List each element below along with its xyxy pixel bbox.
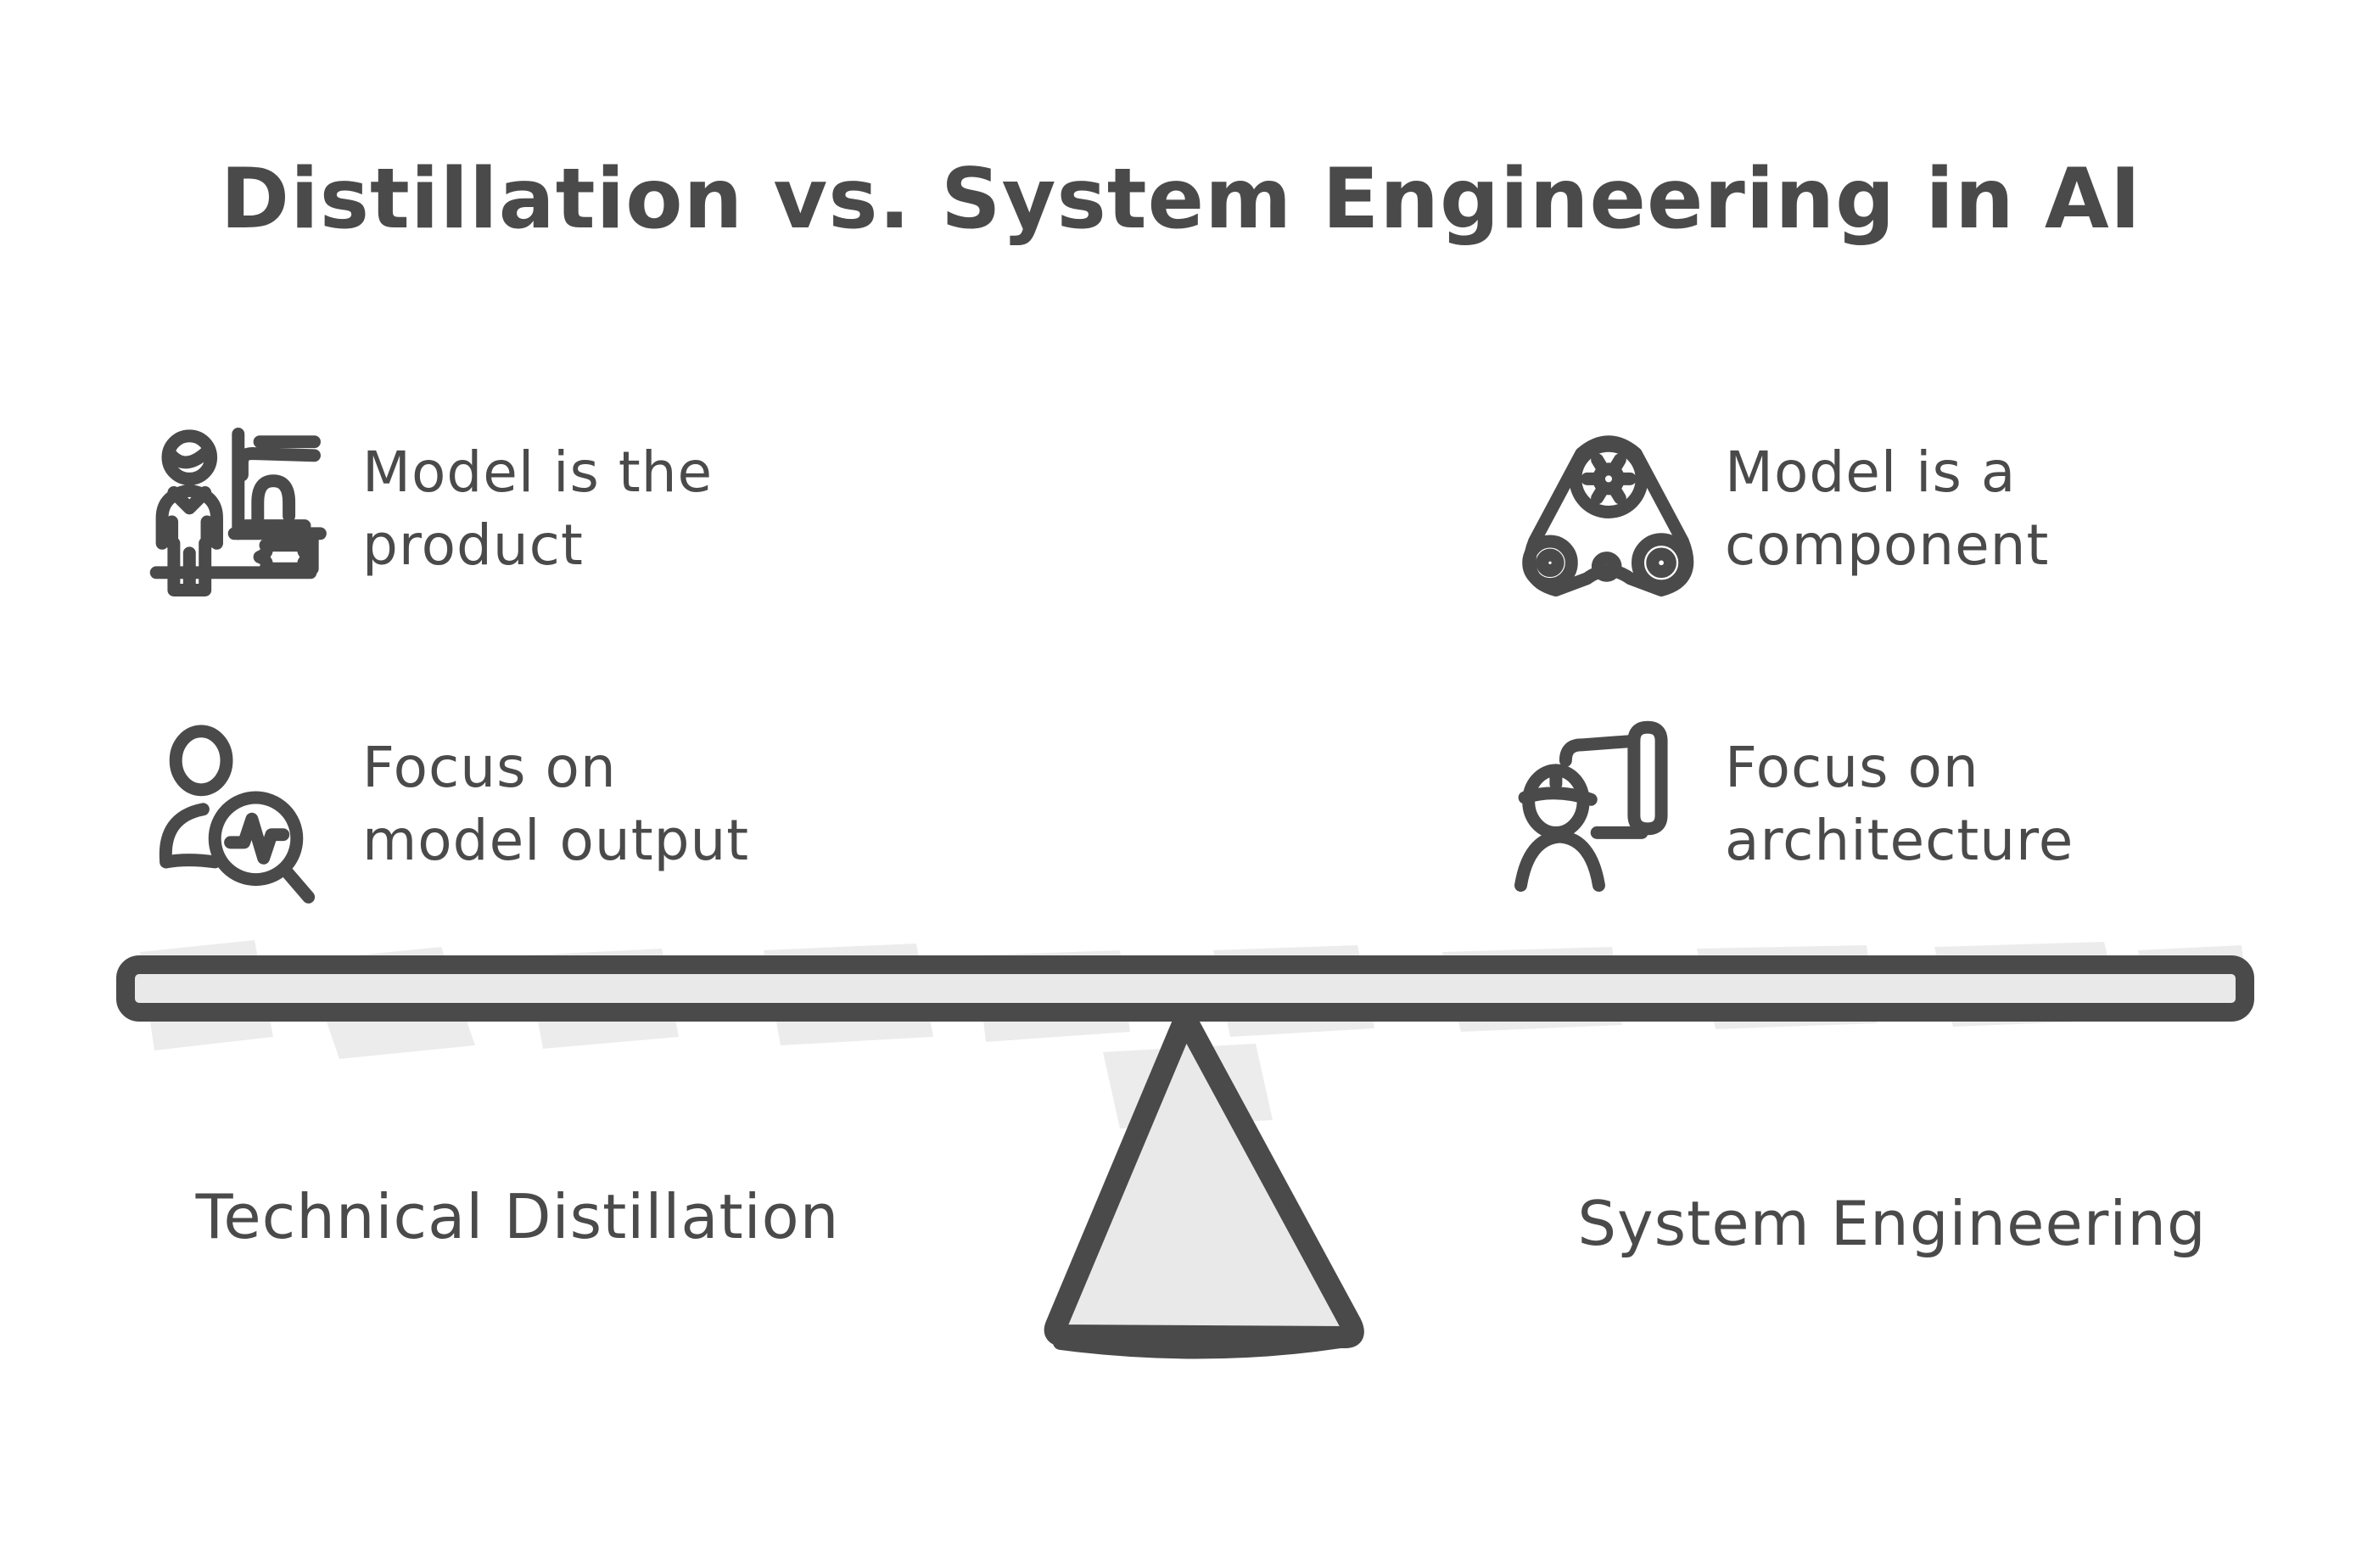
feature-text-focus-output: Focus on model output [362, 720, 749, 877]
feature-text-model-component: Model is a component [1725, 424, 2049, 582]
feature-line: Focus on [1725, 735, 1979, 800]
seesaw-beam [116, 955, 2254, 1022]
seesaw-fulcrum-triangle [1044, 1007, 1364, 1348]
feature-line: product [362, 512, 584, 578]
seesaw-graphic [116, 940, 2254, 1359]
feature-line: architecture [1725, 808, 2074, 873]
left-side-label: Technical Distillation [195, 1181, 840, 1252]
feature-line: model output [362, 808, 750, 873]
worker-at-machine-icon [148, 424, 344, 619]
feature-model-component: Model is a component [1511, 424, 2049, 619]
feature-line: Model is the [362, 440, 714, 505]
feature-line: Focus on [362, 735, 617, 800]
feature-line: component [1725, 512, 2050, 578]
person-magnifier-icon [148, 720, 344, 915]
engineer-blueprint-icon [1511, 720, 1706, 915]
feature-text-model-product: Model is the product [362, 424, 713, 582]
feature-model-product: Model is the product [148, 424, 713, 619]
feature-focus-output: Focus on model output [148, 720, 749, 915]
fulcrum-base-swash [1053, 1333, 1348, 1359]
belt-pulley-icon [1511, 424, 1706, 619]
feature-focus-architecture: Focus on architecture [1511, 720, 2074, 915]
feature-line: Model is a [1725, 440, 2017, 505]
right-side-label: System Engineering [1577, 1188, 2207, 1259]
page-title: Distillation vs. System Engineering in A… [220, 151, 2142, 248]
feature-text-focus-architecture: Focus on architecture [1725, 720, 2074, 877]
